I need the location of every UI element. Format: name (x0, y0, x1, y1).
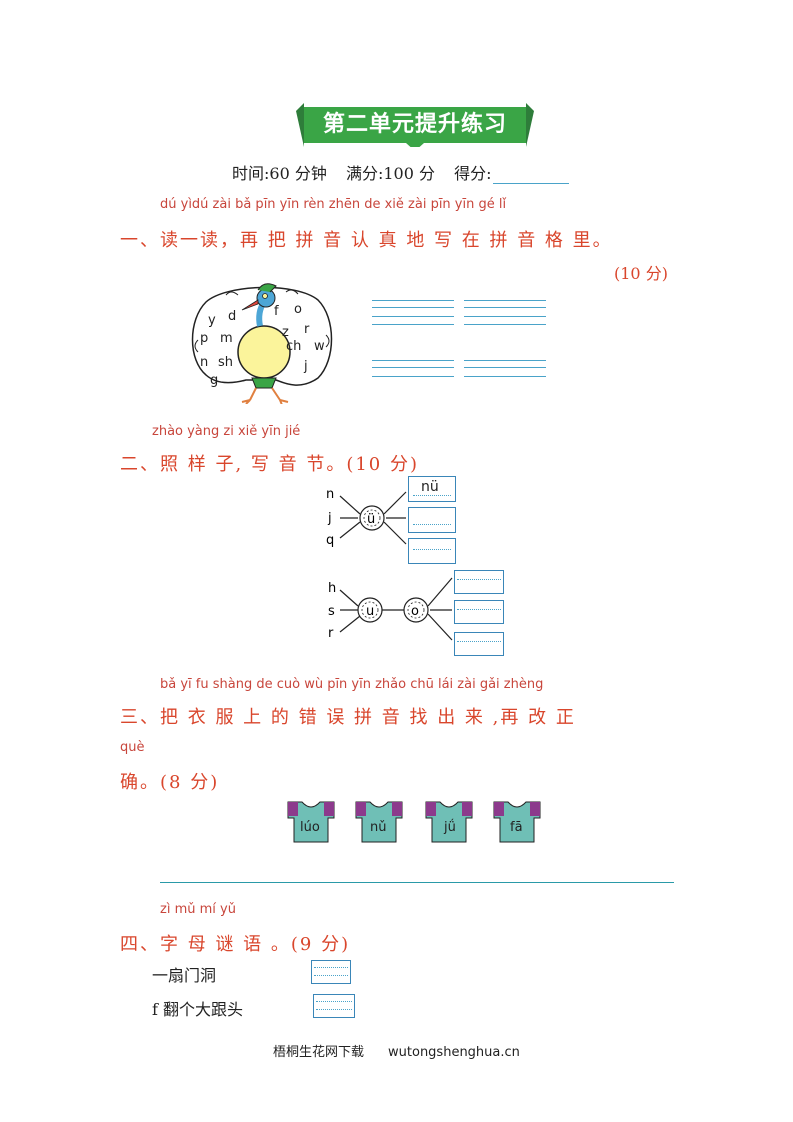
answer-box-qu[interactable] (408, 538, 456, 564)
time-label: 时间:60 分钟 (232, 164, 327, 183)
initial-n: n (326, 487, 334, 502)
footer-text: 梧桐生花网下载 (273, 1045, 365, 1060)
full-score-label: 满分:100 分 (345, 164, 435, 183)
shirt-card[interactable]: fā (492, 800, 542, 844)
final-u-umlaut: ü (367, 512, 375, 527)
shirt-card[interactable]: nǔ (354, 800, 404, 844)
exam-info: 时间:60 分钟 满分:100 分 得分: (232, 160, 583, 184)
shirt-icon (425, 801, 473, 843)
q3-title: 三、把 衣 服 上 的 错 误 拼 音 找 出 来 ,再 改 正 (120, 707, 576, 728)
peacock-letter: ch (286, 339, 301, 354)
q3-title-2: 确。(8 分) (120, 772, 220, 793)
initial-h: h (328, 581, 336, 596)
title-banner: 第二单元提升练习 (296, 103, 534, 151)
q4-title: 四、字 母 谜 语 。(9 分) (120, 934, 351, 955)
q1-title: 一、读一读，再 把 拼 音 认 真 地 写 在 拼 音 格 里。 (120, 230, 613, 251)
shirt-icon (355, 801, 403, 843)
answer-box-suo[interactable] (454, 600, 504, 624)
initial-r: r (328, 626, 334, 641)
shirt-pinyin: fā (510, 820, 523, 835)
page-title: 第二单元提升练习 (322, 112, 507, 137)
shirt-pinyin: nǔ (370, 820, 387, 835)
q2-pinyin: zhào yàng zi xiě yīn jié (152, 424, 301, 439)
shirt-icon (493, 801, 541, 843)
peacock-letter: r (304, 322, 310, 337)
peacock-illustration: y d f o p m z r ch w n sh j g (186, 280, 338, 406)
peacock-icon: y d f o p m z r ch w n sh j g (191, 283, 333, 406)
peacock-letter: z (282, 325, 289, 340)
answer-box-huo[interactable] (454, 570, 504, 594)
score-label: 得分: (454, 164, 492, 183)
example-answer: nü (421, 479, 439, 495)
peacock-letter: f (274, 304, 279, 319)
peacock-letter: m (220, 331, 233, 346)
initial-q: q (326, 533, 334, 548)
final-u: u (366, 604, 374, 619)
pinyin-grid-bottom[interactable] (372, 358, 548, 382)
riddle-1: 一扇门洞 (152, 966, 217, 985)
q1-pinyin: dú yìdú zài bǎ pīn yīn rèn zhēn de xiě z… (160, 197, 507, 212)
score-input-line[interactable] (493, 165, 570, 184)
syllable-diagram: n j q ü h s r u o nü (322, 474, 512, 660)
footer-url[interactable]: wutongshenghua.cn (388, 1045, 520, 1060)
peacock-letter: w (314, 339, 325, 354)
initial-j: j (327, 511, 332, 526)
shirt-pinyin: jǘ (444, 820, 456, 835)
riddle-1-answer-box[interactable] (311, 960, 351, 984)
peacock-letter: j (303, 359, 308, 374)
answer-box-example: nü (408, 476, 456, 502)
shirt-icon (287, 801, 335, 843)
peacock-letter: p (200, 331, 208, 346)
initial-s: s (328, 604, 335, 619)
peacock-letter: y (208, 313, 216, 328)
q2-title: 二、照 样 子, 写 音 节。(10 分) (120, 454, 419, 475)
peacock-letter: n (200, 355, 208, 370)
banner-shape (296, 103, 534, 151)
answer-box-ju[interactable] (408, 507, 456, 533)
shirt-card[interactable]: lúo (286, 800, 336, 844)
final-o: o (411, 604, 419, 619)
shirt-card[interactable]: jǘ (424, 800, 474, 844)
pinyin-grid-top[interactable] (372, 298, 548, 328)
peacock-letter: g (210, 373, 218, 388)
peacock-letter: d (228, 309, 236, 324)
riddle-2-answer-box[interactable] (313, 994, 355, 1018)
footer: 梧桐生花网下载 wutongshenghua.cn (273, 1041, 520, 1060)
q4-pinyin: zì mǔ mí yǔ (160, 902, 236, 917)
peacock-letter: sh (218, 355, 233, 370)
answer-box-ruo[interactable] (454, 632, 504, 656)
q3-pinyin-2: què (120, 740, 145, 755)
q3-answer-line[interactable] (160, 882, 674, 883)
peacock-letter: o (294, 302, 302, 317)
syllable-lines: n j q ü h s r u o (326, 487, 453, 641)
q3-pinyin: bǎ yī fu shàng de cuò wù pīn yīn zhǎo ch… (160, 677, 544, 692)
shirt-pinyin: lúo (300, 820, 320, 835)
riddle-2: f 翻个大跟头 (152, 1000, 244, 1019)
q1-points: (10 分) (614, 264, 668, 283)
shirt-row: lúo nǔ jǘ fā (286, 800, 542, 844)
